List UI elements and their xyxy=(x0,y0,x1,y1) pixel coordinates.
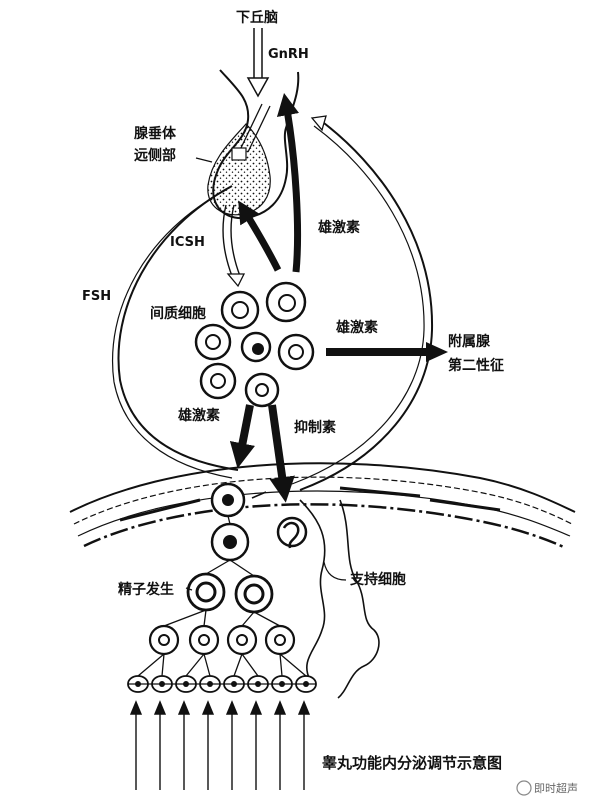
label-sertoli: 支持细胞 xyxy=(349,571,406,588)
tubule-wall xyxy=(69,462,576,550)
interstitial-cell xyxy=(240,331,272,363)
pituitary-gland xyxy=(207,69,300,220)
interstitial-cell xyxy=(194,323,232,361)
testosterone-feedback-arrows xyxy=(238,92,302,273)
label-accessory-line2: 第二性征 xyxy=(448,357,504,374)
testosterone-to-accessory-arrow xyxy=(326,342,448,362)
label-accessory-line1: 附属腺 xyxy=(448,333,491,350)
watermark: 即时超声 xyxy=(516,780,578,796)
germ-cells xyxy=(127,482,317,693)
icsh-arrow xyxy=(222,204,246,288)
label-testosterone-low: 雄激素 xyxy=(177,407,220,424)
interstitial-cells xyxy=(194,281,315,408)
label-testosterone-mid: 雄激素 xyxy=(335,319,378,336)
label-pituitary-line1: 腺垂体 xyxy=(134,125,177,142)
label-icsh: ICSH xyxy=(170,235,205,250)
interstitial-cell xyxy=(265,281,307,323)
circulation-loop xyxy=(112,115,434,491)
figure-title: 睾丸功能内分泌调节示意图 xyxy=(322,754,502,772)
label-inhibin: 抑制素 xyxy=(294,419,336,436)
label-interstitial-cells: 间质细胞 xyxy=(150,305,206,322)
label-spermatogenesis: 精子发生 xyxy=(118,581,174,598)
interstitial-cell xyxy=(277,333,315,371)
downward-arrows xyxy=(229,404,295,503)
sertoli-cell xyxy=(251,491,380,699)
label-fsh: FSH xyxy=(82,289,111,304)
interstitial-cell xyxy=(220,290,260,330)
watermark-text: 即时超声 xyxy=(534,781,578,795)
interstitial-cell xyxy=(199,362,237,400)
gnrh-arrow xyxy=(246,28,270,98)
label-gnrh: GnRH xyxy=(268,47,309,62)
label-pituitary-line2: 远侧部 xyxy=(134,147,176,164)
label-hypothalamus: 下丘脑 xyxy=(236,9,278,26)
input-arrows xyxy=(129,700,311,790)
leader-lines xyxy=(185,157,347,591)
label-testosterone-top: 雄激素 xyxy=(317,219,360,236)
interstitial-cell xyxy=(244,372,280,408)
watermark-logo-icon xyxy=(516,780,532,796)
